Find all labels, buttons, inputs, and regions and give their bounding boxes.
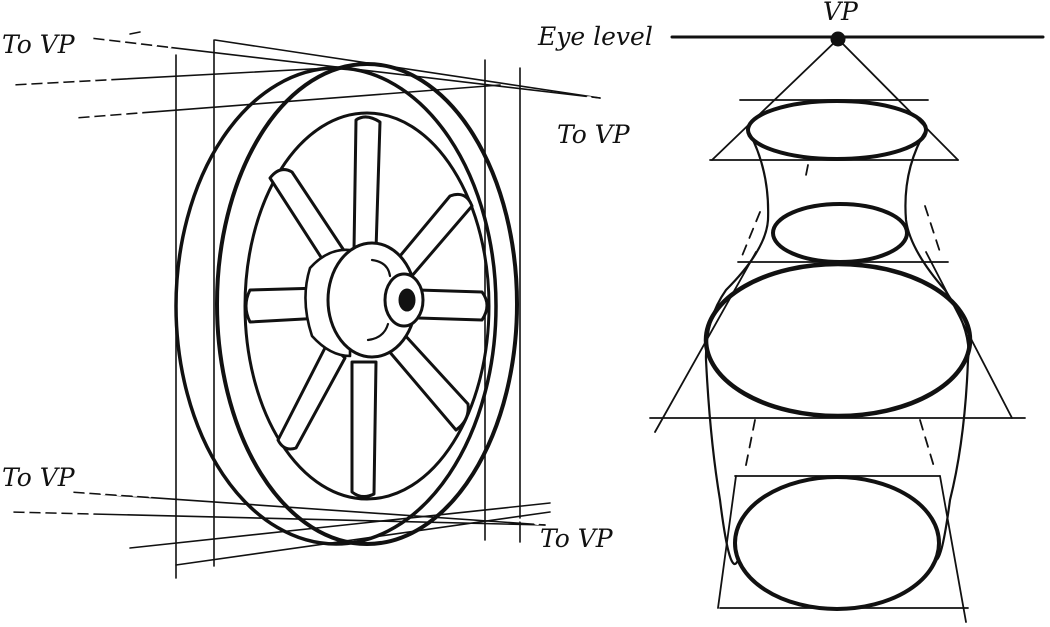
wheel-hub bbox=[304, 241, 425, 359]
vanishing-point-label: VP bbox=[823, 0, 859, 26]
wheel-outer-tire bbox=[174, 62, 519, 546]
to-vp-label-lower-left: To VP bbox=[2, 463, 76, 492]
to-vp-label-upper-right: To VP bbox=[557, 120, 631, 149]
to-vp-label-upper-left: To VP bbox=[2, 30, 76, 59]
to-vp-label-lower-right: To VP bbox=[540, 524, 614, 553]
wheel-spokes bbox=[244, 115, 489, 499]
vase-silhouette bbox=[704, 128, 970, 566]
wheel-dashed-extensions bbox=[8, 36, 602, 527]
eye-level-label: Eye level bbox=[537, 22, 653, 51]
vase-dashed-guides bbox=[741, 164, 941, 471]
vase-ellipses bbox=[703, 99, 973, 611]
